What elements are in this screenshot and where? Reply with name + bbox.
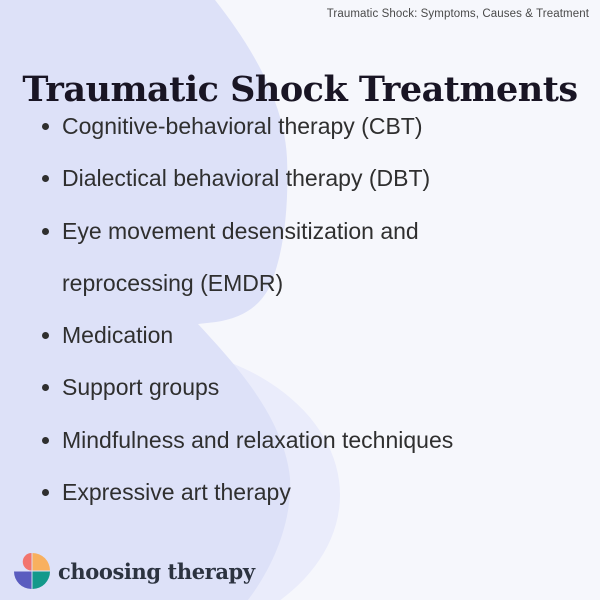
list-item: Cognitive-behavioral therapy (CBT) [42,100,502,152]
bullet-icon [42,436,49,444]
list-item-label: Support groups [62,374,220,401]
list-item: Medication [42,309,502,361]
brand-wordmark: choosing therapy [58,558,255,584]
bullet-icon [42,123,49,130]
petal-yellow [32,553,50,571]
petal-purple [14,571,32,589]
choosing-therapy-flower-icon [14,553,50,589]
list-item: Mindfulness and relaxation techniques [42,414,502,466]
list-item: Support groups [42,361,502,413]
bullet-icon [42,489,49,497]
bullet-icon [42,384,49,392]
list-item-label: Cognitive-behavioral therapy (CBT) [62,113,423,139]
treatment-list: Cognitive-behavioral therapy (CBT) Diale… [42,100,502,518]
list-item: Dialectical behavioral therapy (DBT) [42,152,502,204]
petal-teal [32,571,50,589]
brand-logo: choosing therapy [14,552,255,590]
petal-coral [22,553,32,571]
bullet-icon [42,332,49,340]
list-item-label: Eye movement desensitization and reproce… [62,217,419,296]
bullet-icon [42,175,49,183]
bullet-icon [42,227,49,235]
list-item-label: Medication [62,322,174,349]
page-title: Traumatic Shock Treatments [22,69,578,111]
background-lavender-blob [0,0,291,600]
list-item: Eye movement desensitization and reproce… [42,205,502,310]
list-item: Expressive art therapy [42,466,502,518]
source-label: Traumatic Shock: Symptoms, Causes & Trea… [326,8,589,20]
list-item-label: Expressive art therapy [62,479,291,506]
list-item-label: Dialectical behavioral therapy (DBT) [62,165,431,192]
list-item-label: Mindfulness and relaxation techniques [62,426,454,453]
